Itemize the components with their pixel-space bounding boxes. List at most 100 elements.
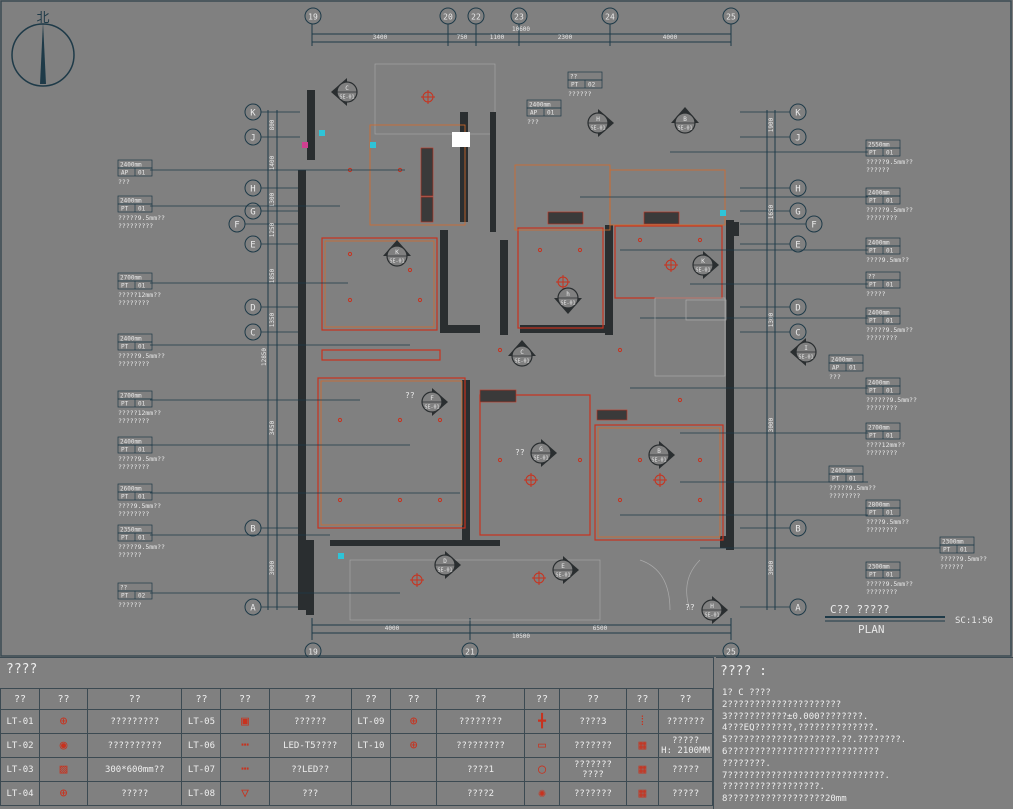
elevation-letter: H xyxy=(596,116,600,123)
note-line: ??????????????????. xyxy=(722,782,825,793)
tag-note: ?????9.5mm?? xyxy=(940,555,987,563)
tag-height: 2400mm xyxy=(868,310,890,317)
legend-description: ?????H: 2100MM xyxy=(658,733,713,758)
note-line: 4???EQ???????,??????????????. xyxy=(722,723,880,734)
elevation-letter: C xyxy=(520,349,524,356)
legend-header-cell: ?? xyxy=(38,688,89,710)
grid-label: E xyxy=(250,241,255,251)
tag-note: ????9.5mm?? xyxy=(866,518,909,526)
legend-symbol-icon: ⁞ xyxy=(625,709,660,734)
grid-label: F xyxy=(811,221,816,231)
legend-description: ????? xyxy=(658,757,713,782)
tag-note: ?????9.5mm?? xyxy=(866,580,913,588)
tag-height: 2550mm xyxy=(868,142,890,149)
legend-header-cell: ?? xyxy=(220,688,270,710)
tag-number: 01 xyxy=(886,150,894,157)
legend-row: LT-03▨300*600mm??LT-07┅??LED??????1◯????… xyxy=(0,757,713,782)
elevation-letter: I xyxy=(804,345,808,352)
tag-note: ?????12mm?? xyxy=(118,291,161,299)
tag-code: AP xyxy=(121,170,129,177)
grid-label: 21 xyxy=(465,648,475,657)
legend-symbol-icon: ⊕ xyxy=(389,709,438,734)
tag-number: 01 xyxy=(138,344,146,351)
tag-number: 01 xyxy=(886,282,894,289)
tag-note: ???????? xyxy=(118,417,149,425)
grid-label: A xyxy=(250,604,256,614)
tag-height: 2400mm xyxy=(529,102,551,109)
tag-height: 2400mm xyxy=(831,468,853,475)
tag-number: 01 xyxy=(138,170,146,177)
dimension-label: 1900 xyxy=(768,117,775,132)
legend-title: ???? xyxy=(6,662,38,677)
grid-label: K xyxy=(250,109,256,119)
tag-code: PT xyxy=(121,206,129,213)
legend-row: LT-04⊕?????LT-08▽???????2✺???????▦????? xyxy=(0,781,713,806)
elevation-ref: SE-01 xyxy=(514,359,529,365)
legend-description: 300*600mm?? xyxy=(87,757,183,782)
tag-note: ????9.5mm?? xyxy=(118,502,161,510)
elevation-ref: SE-01 xyxy=(695,268,710,274)
dimension-label: 1300 xyxy=(768,312,775,327)
tag-note: ?????? xyxy=(118,551,142,559)
grid-label: J xyxy=(250,134,255,144)
elevation-ref: SE-01 xyxy=(677,126,692,132)
tag-note: ???????? xyxy=(118,360,149,368)
tag-number: 01 xyxy=(886,433,894,440)
dimension-label: 1300 xyxy=(269,192,276,207)
elevation-marker: C SE-01 xyxy=(508,340,536,367)
dimension-label: 3000 xyxy=(768,417,775,432)
legend-header-cell: ?? xyxy=(350,688,391,710)
tag-note: ???????? xyxy=(866,404,897,412)
elevation-letter: h xyxy=(566,291,570,298)
legend-description: ??????? xyxy=(559,733,627,758)
elevation-marker: CSE-01 xyxy=(331,78,358,106)
dimension-label: 1100 xyxy=(490,34,505,41)
elevation-marker: BSE-01 xyxy=(671,107,699,134)
elevation-letter: G xyxy=(539,446,543,453)
tag-note: ???????? xyxy=(829,492,860,500)
tag-height: 2600mm xyxy=(120,486,142,493)
elevation-marker: KSE-01 xyxy=(383,240,411,267)
legend-description: ????????? xyxy=(436,733,525,758)
grid-label: J xyxy=(795,134,800,144)
tag-code: PT xyxy=(869,248,877,255)
legend-symbol-icon: ▭ xyxy=(523,733,561,758)
tag-note: ???????? xyxy=(118,510,149,518)
legend-header-cell: ?? xyxy=(181,688,222,710)
dimension-label: 1400 xyxy=(269,155,276,170)
tag-note: ??? xyxy=(118,178,130,186)
grid-label: H xyxy=(795,185,800,195)
dimension-label: 6500 xyxy=(593,625,608,632)
dimension-label: 1650 xyxy=(768,204,775,219)
tag-number: 02 xyxy=(138,593,146,600)
tag-note: ?????9.5mm?? xyxy=(866,326,913,334)
tag-note: ???????? xyxy=(118,299,149,307)
tag-height: 2800mm xyxy=(868,502,890,509)
tag-note: ?????9.5mm?? xyxy=(866,158,913,166)
tag-note: ?????9.5mm?? xyxy=(118,214,165,222)
tag-height: 2400mm xyxy=(120,198,142,205)
elevation-marker: FSE-01 xyxy=(421,388,448,416)
legend-symbol-icon: ⊕ xyxy=(38,709,89,734)
elevation-letter: H xyxy=(710,603,714,610)
tag-note: ??? xyxy=(527,118,539,126)
grid-label: D xyxy=(250,304,255,314)
elevation-ref: SE-01 xyxy=(424,405,439,411)
tag-note: ?????9.5mm?? xyxy=(118,352,165,360)
elevation-ref: SE-01 xyxy=(533,456,548,462)
tag-note: ?????? xyxy=(866,166,890,174)
tag-number: 01 xyxy=(886,318,894,325)
elevation-marker: G SE-01 xyxy=(530,439,557,467)
legend-description: ???????? xyxy=(436,709,525,734)
legend-code: LT-09 xyxy=(350,709,391,734)
